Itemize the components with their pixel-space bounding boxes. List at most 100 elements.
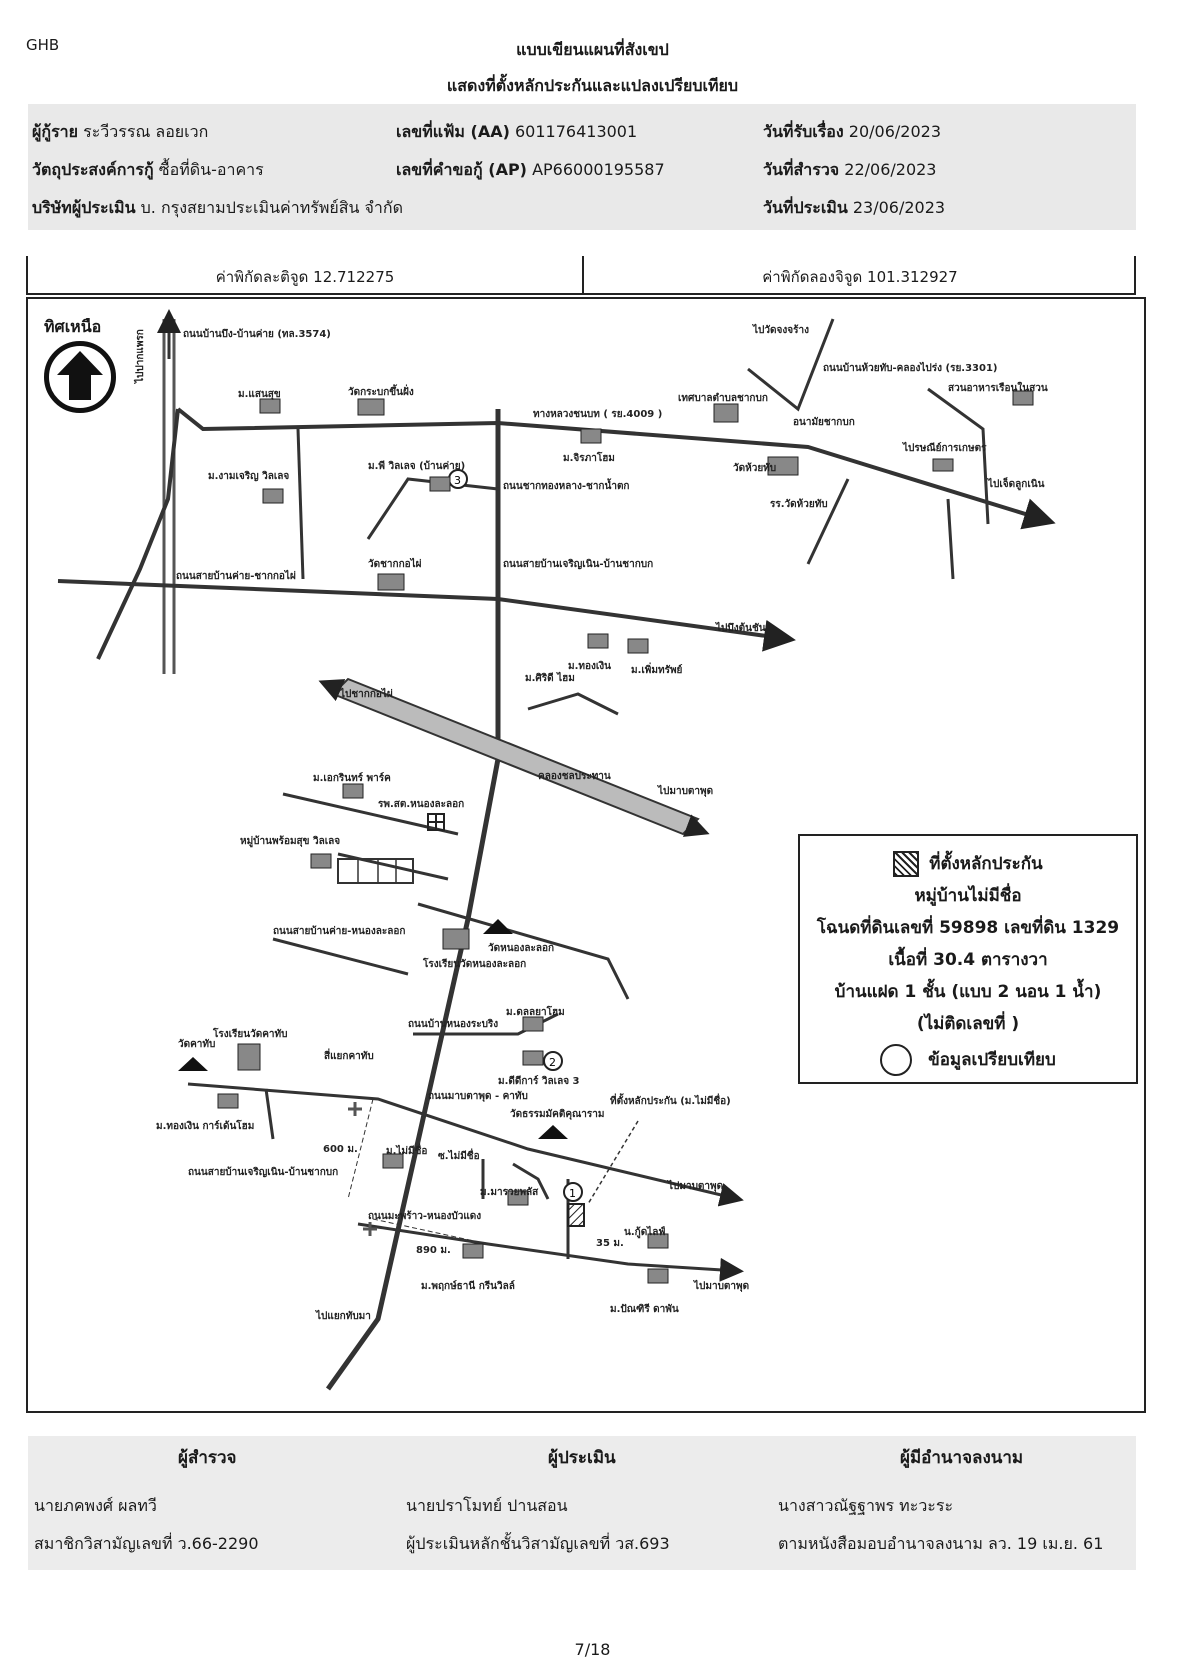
dist-600 (347, 1098, 374, 1200)
map-label: ไปมาบตาพุด (658, 786, 714, 797)
legend-collateral-row: ที่ตั้งหลักประกัน (800, 850, 1136, 877)
map-label: ไปบึงต้นชัน (716, 623, 766, 634)
map-label: ม.พฤกษ์ธานี กรีนวิลล์ (421, 1281, 515, 1292)
road-thin-11 (413, 1012, 559, 1036)
survey-date-row: วันที่สำรวจ 22/06/2023 (763, 158, 936, 183)
sketch-map: 1 2 3 (26, 297, 1146, 1413)
appraiser-title: ผู้ประเมิน (548, 1448, 616, 1468)
legend-building: บ้านแฝด 1 ชั้น (แบบ 2 นอน 1 น้ำ) (834, 982, 1102, 1002)
survey-date-label: วันที่สำรวจ (763, 160, 840, 179)
temple-icons (178, 919, 568, 1139)
loan-info-panel: ผู้กู้ราย ระวีวรรณ ลอยเวก เลขที่แฟ้ม (AA… (28, 104, 1136, 230)
appraisal-date-label: วันที่ประเมิน (763, 198, 848, 217)
road-maphrao (357, 1222, 744, 1282)
svg-text:3: 3 (454, 474, 461, 487)
map-label: หมู่บ้านพร้อมสุข วิลเลจ (240, 836, 341, 847)
road-thin-6 (946, 498, 955, 580)
road-thin-10 (417, 902, 630, 1000)
collateral-hatch-icon (893, 851, 920, 877)
north-label: ทิศเหนือ (44, 317, 102, 336)
latitude-text: ค่าพิกัดละติจูด 12.712275 (215, 268, 395, 286)
road-west-diagonal (96, 408, 180, 660)
road-main-north-south (325, 409, 501, 1391)
map-label: ถนนสายบ้านเจริญเนิน-บ้านชากบก (188, 1167, 339, 1178)
collateral-pointer (587, 1120, 639, 1205)
borrower-label: ผู้กู้ราย (32, 122, 79, 141)
map-label: ซ.ไม่มีชื่อ (438, 1151, 480, 1162)
purpose-label: วัตถุประสงค์การกู้ (32, 160, 154, 179)
received-date-value: 20/06/2023 (848, 122, 942, 141)
page-number: 7/18 (574, 1640, 611, 1659)
legend-collateral-label: ที่ตั้งหลักประกัน (929, 854, 1043, 874)
map-label: 600 ม. (323, 1144, 358, 1155)
coordinates-divider (582, 256, 584, 293)
map-label: 890 ม. (416, 1245, 451, 1256)
received-date-label: วันที่รับเรื่อง (763, 122, 844, 141)
map-label: โรงเรียนวัดคาทับ (213, 1029, 288, 1040)
map-label: ม.พี วิลเลจ (บ้านค่าย) (368, 461, 466, 472)
road-thin-2 (366, 477, 499, 540)
file-no-value: 601176413001 (515, 122, 638, 141)
purpose-row: วัตถุประสงค์การกู้ ซื้อที่ดิน-อาคาร (32, 158, 264, 183)
legend-house-number: (ไม่ติดเลขที่ ) (916, 1014, 1020, 1034)
north-arrow-stem (69, 374, 91, 400)
map-label: ถนนสายบ้านค่าย-ชากกอไผ่ (176, 571, 296, 582)
dist-890 (372, 1218, 489, 1245)
signer-name: นางสาวณัฐฐาพร ทะวะระ (778, 1496, 954, 1515)
signer-authority-note: ตามหนังสือมอบอำนาจลงนาม ลว. 19 เม.ย. 61 (778, 1534, 1104, 1553)
house-icons (217, 390, 1034, 1284)
road-thin-4 (806, 478, 850, 565)
road-thin-9 (272, 937, 409, 976)
map-label: วัดหนองละลอก (488, 943, 555, 954)
map-label: วัดกระบกขึ้นฝั่ง (348, 387, 414, 398)
hospital-cross-icon-2 (363, 1222, 377, 1236)
map-label: ถนนบ้านหนองระบริง (408, 1019, 499, 1030)
map-label: ม.ปัณฑิรี ดาพัน (610, 1304, 679, 1315)
company-row: บริษัทผู้ประเมิน บ. กรุงสยามประเมินค่าทร… (32, 196, 403, 221)
company-value: บ. กรุงสยามประเมินค่าทรัพย์สิน จำกัด (140, 198, 403, 217)
hospital-cross-icon (348, 1102, 362, 1116)
map-label: วัดธรรมมัคติคุณาราม (510, 1109, 605, 1120)
road-thin-12 (527, 692, 619, 716)
map-label: ถนนสายบ้านเจริญเนิน-บ้านชากบก (503, 559, 654, 570)
map-label: วัดคาทับ (178, 1039, 216, 1050)
map-label: ถนนบ้านบึง-บ้านค่าย (ทล.3574) (183, 329, 331, 340)
document-subtitle: แสดงที่ตั้งหลักประกันและแปลงเปรียบเทียบ (446, 76, 739, 95)
map-label: ม.แสนสุข (238, 389, 281, 400)
road-thin-5 (927, 387, 990, 525)
map-label: วัดห้วยทับ (733, 463, 777, 474)
road-maptaphut (187, 1082, 744, 1207)
canal-arrow-west (318, 679, 346, 702)
canal-arrow-east (682, 814, 710, 837)
map-label: ถนนชากทองหลาง-ชากน้ำตก (503, 481, 630, 492)
map-label: ไปปากแพรก (135, 329, 146, 383)
map-label: 35 ม. (596, 1238, 624, 1249)
road-thin-3 (747, 318, 835, 412)
health-center-icon-1 (427, 813, 445, 831)
map-label: ม.ไม่มีชื่อ (386, 1146, 428, 1157)
map-label: ไปเจ็ดลูกเนิน (988, 479, 1045, 490)
request-no-value: AP66000195587 (532, 160, 665, 179)
map-label: ม.ทองเงิน การ์เด้นโฮม (156, 1121, 255, 1132)
company-label: บริษัทผู้ประเมิน (32, 198, 136, 217)
map-label: ถนนมะพร้าว-หนองบัวแดง (368, 1211, 482, 1222)
road-4009 (176, 407, 1056, 530)
appraisal-date-row: วันที่ประเมิน 23/06/2023 (763, 196, 945, 221)
signer-title: ผู้มีอำนาจลงนาม (900, 1448, 1024, 1468)
map-label: วัดชากกอไผ่ (368, 559, 422, 570)
map-label: สวนอาหารเรือนในสวน (948, 383, 1048, 394)
road-baankhai-chakkophai (57, 579, 796, 652)
appraiser-member-no: ผู้ประเมินหลักชั้นวิสามัญเลขที่ วส.693 (406, 1534, 670, 1553)
legend-title-deed: โฉนดที่ดินเลขที่ 59898 เลขที่ดิน 1329 (816, 918, 1120, 938)
surveyor-member-no: สมาชิกวิสามัญเลขที่ ว.66-2290 (34, 1534, 259, 1553)
map-label: ม.ดลลยาโฮม (506, 1007, 565, 1018)
borrower-row: ผู้กู้ราย ระวีวรรณ ลอยเวก (32, 120, 208, 145)
document-title: แบบเขียนแผนที่สังเขป (516, 40, 669, 59)
map-label: ถนนมาบตาพุด - คาทับ (428, 1091, 528, 1102)
request-no-label: เลขที่คำขอกู้ (AP) (396, 160, 527, 179)
svg-text:2: 2 (549, 1056, 556, 1069)
map-label: ไปรษณีย์การเกษตร (903, 443, 987, 454)
map-label: อนามัยชากบก (793, 417, 855, 428)
road-thin-13 (264, 1088, 275, 1140)
housing-block (337, 858, 414, 884)
